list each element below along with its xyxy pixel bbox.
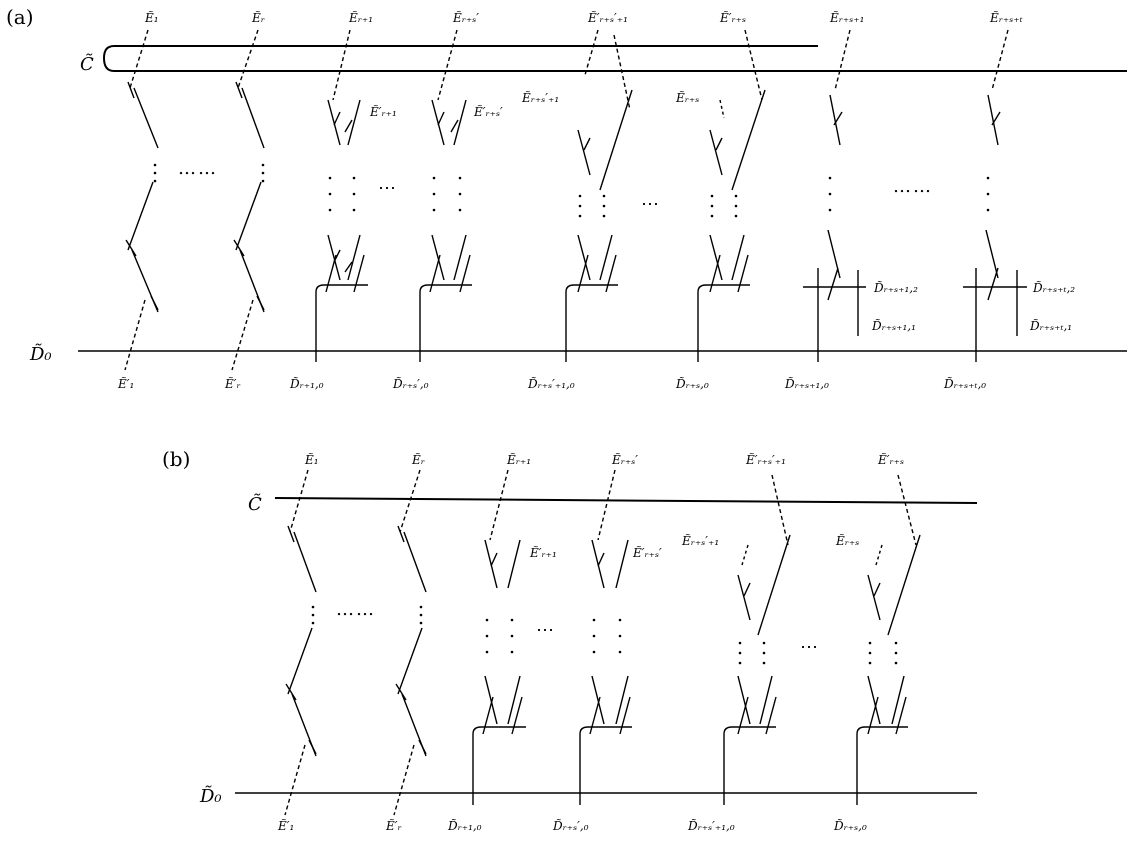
inner-label: Ẽ′ᵣ₊ₛ′ <box>473 104 503 119</box>
top-label: Ẽ′ᵣ₊ₛ′₊₁ <box>587 10 628 25</box>
bottom-label: D̃ᵣ₊ₛ,₀ <box>675 376 709 391</box>
top-label: Ẽ′ᵣ₊ₛ′₊₁ <box>745 452 786 467</box>
panel-b-labels: (b) C̃ D̃₀ Ẽ₁ Ẽᵣ Ẽᵣ₊₁ Ẽᵣ₊ₛ′ Ẽ′ᵣ₊ₛ′₊₁ Ẽ′ᵣ… <box>162 447 904 833</box>
bottom-label: D̃ᵣ₊₁,₀ <box>289 376 324 391</box>
side-label: D̃ᵣ₊ₛ₊₁,₂ <box>873 280 918 295</box>
chain-r1-b <box>472 469 526 805</box>
inner-label: Ẽᵣ₊ₛ′₊₁ <box>681 533 719 548</box>
panel-b <box>235 469 978 816</box>
chain-rsp1-b <box>723 474 791 805</box>
inner-label: Ẽ′ᵣ₊₁ <box>529 545 557 560</box>
top-label: Ẽᵣ₊₁ <box>348 10 373 25</box>
top-label: Ẽᵣ <box>251 10 265 25</box>
ellipsis: …… <box>178 158 218 179</box>
chain-rs-b <box>856 474 921 805</box>
chain-r1-a <box>315 29 368 362</box>
inner-label: Ẽᵣ₊ₛ′₊₁ <box>521 90 559 105</box>
chain-rs-a <box>697 29 766 362</box>
panel-a-tag: (a) <box>6 5 34 29</box>
top-label: Ẽ′ᵣ₊ₛ <box>877 452 904 467</box>
top-label: Ẽ₁ <box>304 452 319 467</box>
side-label: D̃ᵣ₊ₛ₊ₜ,₂ <box>1032 280 1075 295</box>
bottom-label: D̃ᵣ₊ₛ₊ₜ,₀ <box>943 376 986 391</box>
bottom-label: D̃ᵣ₊ₛ,₀ <box>833 818 867 833</box>
curve-d0-label-a: D̃₀ <box>29 343 52 365</box>
top-label: Ẽ₁ <box>144 10 159 25</box>
chain-e1-b <box>284 469 317 816</box>
ellipsis: ⋯ <box>800 637 820 658</box>
panel-a-labels: (a) C̃ D̃₀ Ẽ₁ Ẽᵣ Ẽᵣ₊₁ Ẽᵣ₊ₛ′ Ẽ′ᵣ₊ₛ′₊₁ Ẽ′ᵣ… <box>6 5 1075 391</box>
inner-label: Ẽ′ᵣ₊₁ <box>369 104 397 119</box>
bottom-label: Ẽ′₁ <box>117 376 134 391</box>
top-label: Ẽᵣ₊ₛ′ <box>452 10 479 25</box>
ellipsis: …… <box>893 176 933 197</box>
inner-label: Ẽ′ᵣ₊ₛ′ <box>632 545 662 560</box>
curve-d0-label-b: D̃₀ <box>199 785 222 807</box>
vertical-dots-a <box>153 163 990 218</box>
bottom-label: D̃ᵣ₊ₛ′,₀ <box>552 818 589 833</box>
chain-er-a <box>231 29 265 371</box>
panel-a <box>78 29 1127 371</box>
vertical-dots-b <box>311 605 898 665</box>
chain-rsp1-a <box>565 29 633 362</box>
ellipsis: ⋯ <box>536 620 556 641</box>
chain-rs1-a <box>803 29 866 362</box>
bottom-label: Ẽ′ᵣ <box>385 818 402 833</box>
panel-b-tag: (b) <box>162 447 190 471</box>
bottom-label: Ẽ′₁ <box>277 818 294 833</box>
inner-label: Ẽᵣ₊ₛ <box>675 90 699 105</box>
ellipsis: ⋯ <box>378 178 398 199</box>
chain-e1-a <box>124 29 159 371</box>
chain-er-b <box>393 469 427 816</box>
curve-c-b <box>274 497 978 504</box>
top-label: Ẽᵣ <box>411 452 425 467</box>
bottom-label: Ẽ′ᵣ <box>224 376 241 391</box>
side-label: D̃ᵣ₊ₛ₊₁,₁ <box>871 318 916 333</box>
bottom-label: D̃ᵣ₊ₛ′₊₁,₀ <box>687 818 735 833</box>
ellipsis: …… <box>336 599 376 620</box>
top-label: Ẽᵣ₊₁ <box>506 452 531 467</box>
bottom-label: D̃ᵣ₊ₛ₊₁,₀ <box>784 376 829 391</box>
ellipsis: ⋯ <box>641 194 661 215</box>
curve-c-label-b: C̃ <box>248 493 262 515</box>
chain-rsp-b <box>579 469 632 805</box>
top-label: Ẽᵣ₊ₛ₊ₜ <box>989 10 1023 25</box>
bottom-label: D̃ᵣ₊ₛ′₊₁,₀ <box>527 376 575 391</box>
bottom-label: D̃ᵣ₊ₛ′,₀ <box>392 376 429 391</box>
top-label: Ẽ′ᵣ₊ₛ <box>719 10 746 25</box>
side-label: D̃ᵣ₊ₛ₊ₜ,₁ <box>1029 318 1072 333</box>
curve-c-a <box>102 45 1127 72</box>
bottom-label: D̃ᵣ₊₁,₀ <box>447 818 482 833</box>
curve-c-label-a: C̃ <box>80 53 94 75</box>
chain-rsp-a <box>419 29 472 362</box>
top-label: Ẽᵣ₊ₛ′ <box>611 452 638 467</box>
top-label: Ẽᵣ₊ₛ₊₁ <box>829 10 864 25</box>
inner-label: Ẽᵣ₊ₛ <box>835 533 859 548</box>
chain-rst-a <box>963 29 1027 362</box>
